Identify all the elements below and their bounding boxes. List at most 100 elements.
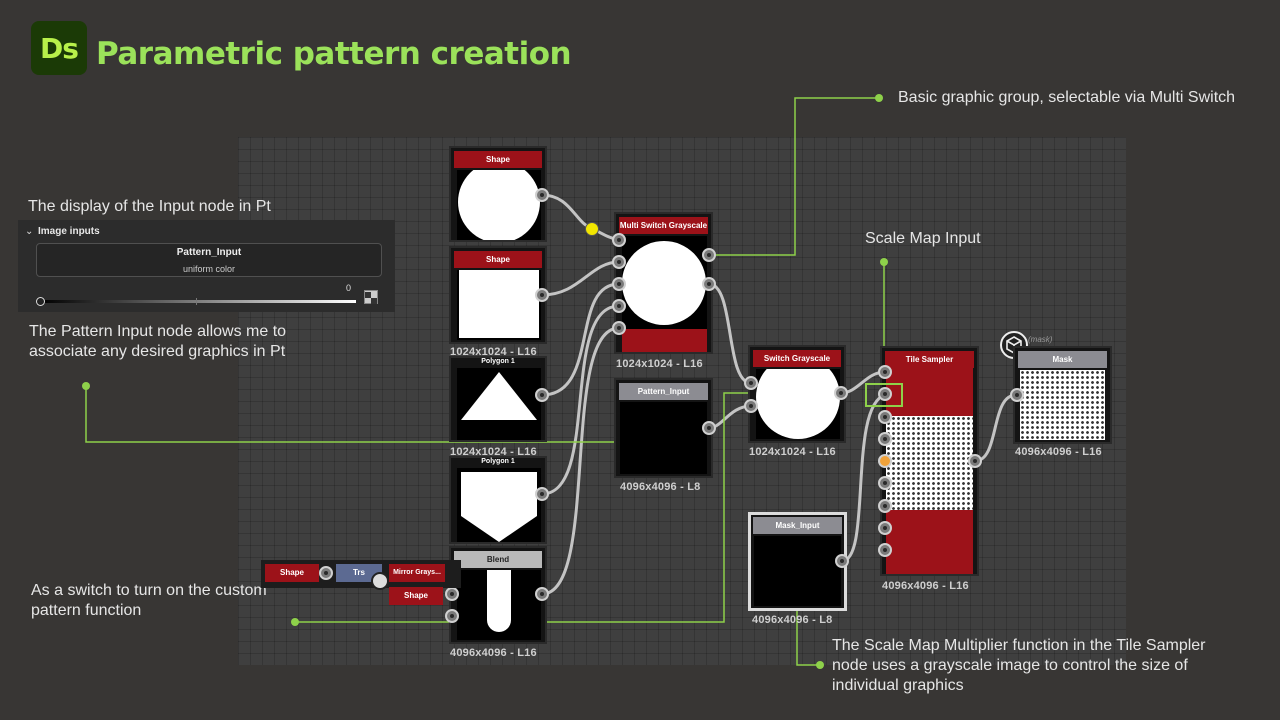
input-port-active[interactable] (878, 454, 892, 468)
output-port[interactable] (702, 277, 716, 291)
output-port[interactable] (535, 487, 549, 501)
input-port[interactable] (878, 521, 892, 535)
slider-midmark (196, 298, 197, 305)
page-title: Parametric pattern creation (96, 36, 572, 72)
pointer-basic-group (709, 97, 879, 256)
node-resolution: 1024x1024 - L16 (616, 358, 703, 370)
node-resolution: 4096x4096 - L16 (450, 647, 537, 659)
input-port[interactable] (612, 277, 626, 291)
output-port[interactable] (835, 554, 849, 568)
multi-switch-preview (622, 236, 707, 352)
grayscale-slider[interactable] (41, 300, 356, 303)
annotation-tile-3: individual graphics (832, 677, 964, 694)
pointer-dot (82, 382, 90, 390)
node-polygon-triangle[interactable]: Polygon 1 (449, 356, 547, 442)
pointer-pattern-input (85, 386, 647, 443)
node-title: Polygon 1 (481, 358, 515, 365)
node-resolution: 1024x1024 - L16 (450, 346, 537, 358)
node-polygon-pentagon[interactable]: Polygon 1 (449, 456, 547, 544)
mask-input-preview (754, 536, 841, 606)
node-switch-grayscale[interactable]: Switch Grayscale (748, 345, 846, 443)
node-mask-output[interactable]: Mask (1013, 346, 1112, 444)
node-shape-circle[interactable]: Shape (449, 146, 547, 242)
slider-value: 0 (346, 283, 352, 293)
wire-shape1-switch (540, 193, 593, 230)
node-chain-shape[interactable]: Shape (265, 564, 319, 582)
section-title: Image inputs (38, 226, 100, 237)
node-chain-shape2[interactable]: Shape (389, 587, 443, 605)
node-pattern-input[interactable]: Pattern_Input (614, 378, 713, 478)
node-title: Blend (454, 551, 542, 568)
input-port[interactable] (878, 543, 892, 557)
pointer-dot (291, 618, 299, 626)
output-port[interactable] (319, 566, 333, 580)
output-port[interactable] (535, 288, 549, 302)
node-resolution: 4096x4096 - L8 (620, 481, 701, 493)
node-resolution: 1024x1024 - L16 (450, 446, 537, 458)
mask-preview (1020, 370, 1105, 440)
input-field[interactable] (36, 243, 382, 277)
output-port[interactable] (702, 248, 716, 262)
circle-preview (457, 170, 541, 240)
tile-pattern-preview (886, 416, 973, 510)
input-port[interactable] (878, 499, 892, 513)
input-port[interactable] (744, 399, 758, 413)
output-port[interactable] (968, 454, 982, 468)
node-multi-switch-grayscale[interactable]: Multi Switch Grayscale (614, 212, 713, 354)
slider-handle[interactable] (36, 297, 45, 306)
node-title: Tile Sampler (885, 351, 974, 368)
node-resolution: 4096x4096 - L16 (1015, 446, 1102, 458)
node-chain-mirror[interactable]: Mirror Grays... (389, 564, 445, 582)
node-blend[interactable]: Blend (449, 546, 547, 644)
input-port[interactable] (612, 321, 626, 335)
square-preview (457, 270, 541, 340)
scale-map-highlight (865, 383, 903, 407)
node-shape-square[interactable]: Shape (449, 246, 547, 344)
input-port[interactable] (612, 255, 626, 269)
output-port[interactable] (535, 388, 549, 402)
input-port[interactable] (878, 432, 892, 446)
wire-tile-mask (973, 393, 1018, 463)
app-logo: Ds (31, 21, 87, 75)
wire-poly1-switch (540, 282, 621, 397)
input-port[interactable] (612, 233, 626, 247)
input-port[interactable] (878, 476, 892, 490)
switch-preview (756, 369, 840, 439)
input-port[interactable] (612, 299, 626, 313)
annotation-switch-1: As a switch to turn on the custom (31, 582, 267, 599)
output-port[interactable] (702, 421, 716, 435)
node-title: Mask_Input (753, 517, 842, 534)
annotation-tile-2: node uses a grayscale image to control t… (832, 657, 1188, 674)
input-port[interactable] (878, 410, 892, 424)
input-name: Pattern_Input (176, 247, 242, 258)
node-icon (371, 572, 389, 590)
annotation-scale-map: Scale Map Input (865, 230, 981, 247)
pentagon-preview (457, 468, 541, 542)
annotation-pattern-input-1: The Pattern Input node allows me to (29, 323, 287, 340)
node-tile-sampler[interactable]: Tile Sampler (880, 346, 979, 576)
mask-usage-tag: (mask) (1028, 335, 1053, 344)
node-mask-input[interactable]: Mask_Input (748, 512, 847, 611)
input-port[interactable] (445, 609, 459, 623)
node-chain-trs[interactable]: Trs (336, 564, 382, 582)
selected-reroute-dot[interactable] (585, 222, 599, 236)
pointer-dot (816, 661, 824, 669)
annotation-tile-1: The Scale Map Multiplier function in the… (832, 637, 1206, 654)
chevron-down-icon[interactable]: ⌄ (25, 226, 34, 237)
input-port[interactable] (1010, 388, 1024, 402)
input-value: uniform color (182, 264, 236, 274)
reset-icon[interactable] (364, 290, 378, 304)
output-port[interactable] (834, 386, 848, 400)
wire-poly2-switch (540, 304, 621, 496)
annotation-input-display: The display of the Input node in Pt (28, 198, 271, 215)
node-title: Mask (1018, 351, 1107, 368)
wire-shape2-switch (540, 260, 621, 297)
input-port[interactable] (445, 587, 459, 601)
input-port-scale-map[interactable] (878, 387, 892, 401)
output-port[interactable] (535, 587, 549, 601)
input-port[interactable] (744, 376, 758, 390)
pattern-input-preview (620, 402, 707, 474)
annotation-switch-2: pattern function (31, 602, 142, 619)
input-port[interactable] (878, 365, 892, 379)
output-port[interactable] (535, 188, 549, 202)
